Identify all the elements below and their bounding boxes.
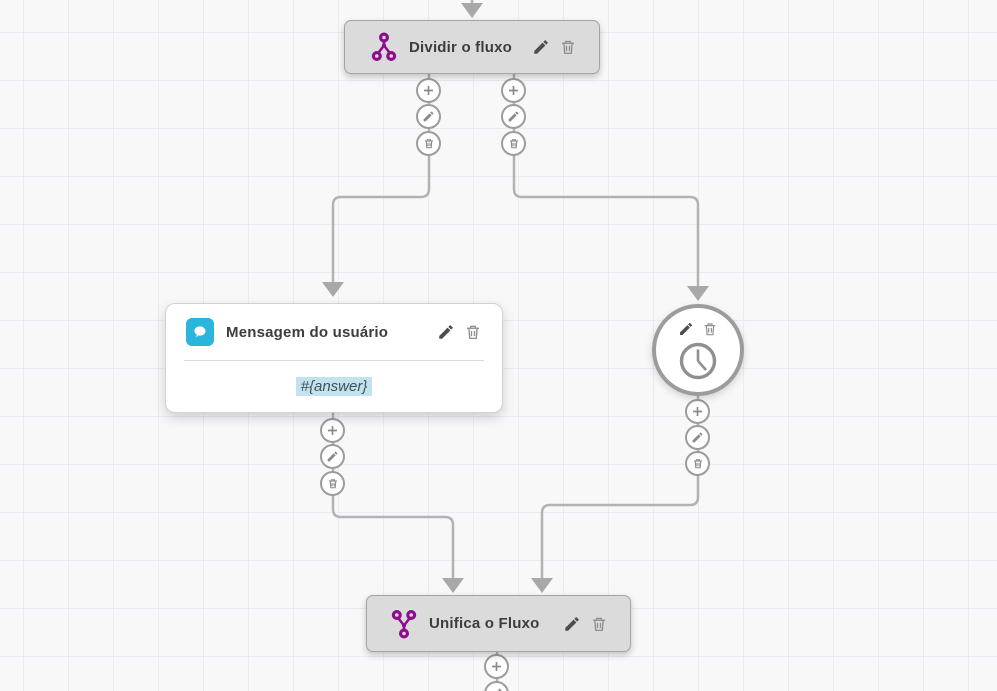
node-timer[interactable] [652,304,744,396]
connector-merge-right [540,394,700,579]
trash-icon [467,325,479,340]
pencil-icon [565,616,579,631]
split-branch-1-edit-button[interactable] [416,104,441,129]
plus-icon [328,426,337,435]
user-message-divider [184,360,484,361]
user-message-edit-connector-button[interactable] [320,444,345,469]
merge-node-title: Unifica o Fluxo [429,615,540,632]
arrowhead-incoming [461,3,483,18]
user-message-delete-button[interactable] [464,322,482,342]
plus-icon [492,662,501,671]
merge-delete-button[interactable] [590,614,608,634]
connector-split-right [512,74,700,287]
user-message-delete-connector-button[interactable] [320,471,345,496]
node-split-flow[interactable]: Dividir o fluxo [344,20,600,74]
timer-edit-connector-button[interactable] [685,425,710,450]
trash-icon [693,459,702,469]
user-message-add-button[interactable] [320,418,345,443]
arrowhead-split-right [687,286,709,301]
arrowhead-merge-right [531,578,553,593]
node-merge-flow[interactable]: Unifica o Fluxo [366,595,631,652]
trash-icon [424,139,433,149]
merge-flow-icon [391,609,417,639]
connector-split-left [331,74,431,283]
merge-edit-button[interactable] [563,615,581,633]
trash-icon [328,479,337,489]
pencil-icon [534,40,548,54]
pencil-icon [692,432,703,443]
trash-icon [562,40,574,55]
split-node-title: Dividir o fluxo [409,38,513,56]
plus-icon [509,86,518,95]
trash-icon [593,617,605,631]
pencil-icon [508,111,519,122]
split-flow-icon [371,32,397,62]
pencil-icon [439,325,453,339]
split-branch-1-delete-button[interactable] [416,131,441,156]
split-branch-2-edit-button[interactable] [501,104,526,129]
user-message-title: Mensagem do usuário [226,323,389,341]
plus-icon [693,407,702,416]
pencil-icon [496,688,502,691]
timer-edit-button[interactable] [678,320,694,338]
timer-delete-button[interactable] [702,320,718,338]
clock-icon [679,342,717,380]
chat-bubble-icon [186,318,214,346]
connector-merge-left [331,413,455,579]
timer-delete-connector-button[interactable] [685,451,710,476]
split-branch-1-add-button[interactable] [416,78,441,103]
user-message-header: Mensagem do usuário [166,304,502,360]
timer-add-button[interactable] [685,399,710,424]
pencil-icon [680,322,693,335]
merge-add-button[interactable] [484,654,509,679]
trash-icon [509,139,518,149]
plus-icon [424,86,433,95]
pencil-icon [423,111,434,122]
trash-icon [704,323,716,336]
node-user-message[interactable]: Mensagem do usuário #{answer} [165,303,503,413]
split-branch-2-delete-button[interactable] [501,131,526,156]
user-message-edit-button[interactable] [437,323,455,341]
answer-variable-chip[interactable]: #{answer} [295,377,373,396]
arrowhead-split-left [322,282,344,297]
split-delete-button[interactable] [559,37,577,57]
split-branch-2-add-button[interactable] [501,78,526,103]
pencil-icon [327,451,338,462]
arrowhead-merge-left [442,578,464,593]
split-edit-button[interactable] [532,38,550,56]
